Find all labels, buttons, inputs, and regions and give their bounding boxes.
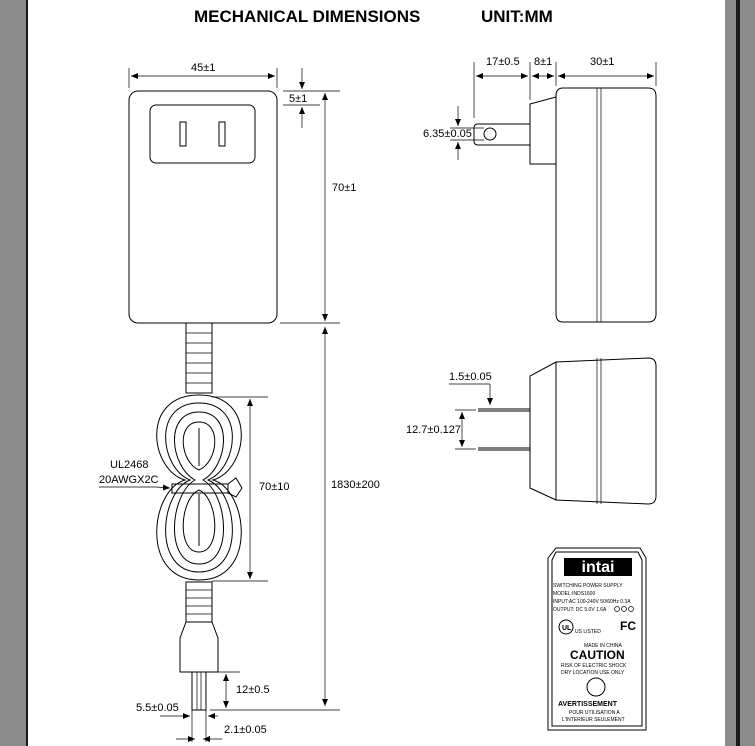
label-product: SWITCHING POWER SUPPLY xyxy=(553,583,623,589)
fcc-logo-icon: FC xyxy=(620,619,636,633)
cable-spec-line2: 20AWGX2C xyxy=(99,474,159,486)
polarity-symbol-3 xyxy=(628,606,634,612)
label-avert-line2: L'INTERIEUR SEULEMENT xyxy=(562,717,625,723)
ul-logo-text: UL xyxy=(562,625,572,632)
dim-tip-length: 12±0.5 xyxy=(218,671,270,708)
dim-prong-spacing-label: 12.7±0.127 xyxy=(406,424,461,436)
dim-prong-thickness: 1.5±0.05 xyxy=(449,371,493,405)
dim-plug-od-label: 5.5±0.05 xyxy=(136,702,179,714)
label-caution-line1: RISK OF ELECTRIC SHOCK xyxy=(561,663,627,669)
dim-prong-offset: 5±1 xyxy=(283,68,340,128)
dim-plug-id-label: 2.1±0.05 xyxy=(224,724,267,736)
strain-relief xyxy=(185,322,213,394)
page-title: MECHANICAL DIMENSIONS xyxy=(194,7,420,26)
polarity-symbol xyxy=(614,606,620,612)
dim-prong-offset-label: 5±1 xyxy=(289,93,307,105)
dim-coil-height: 70±10 xyxy=(212,396,290,582)
ul-logo-icon xyxy=(558,619,574,635)
dim-coil-height-label: 70±10 xyxy=(259,481,290,493)
unit-label: UNIT:MM xyxy=(481,7,553,26)
adapter-front-view xyxy=(128,90,278,324)
dim-cord-length: 1830±200 xyxy=(210,327,380,711)
label-output: OUTPUT: DC 5.0V 1.6A xyxy=(553,607,607,613)
left-frame-edge xyxy=(26,0,28,746)
label-caution: CAUTION xyxy=(570,648,625,662)
dim-hole-diameter: 6.35±0.05 xyxy=(423,106,484,160)
dim-cord-length-label: 1830±200 xyxy=(331,479,380,491)
label-avert-line1: POUR UTILISATION A xyxy=(569,710,620,716)
dim-prong-thickness-label: 1.5±0.05 xyxy=(449,371,492,383)
polarity-symbol-2 xyxy=(621,606,627,612)
right-frame xyxy=(725,0,755,746)
dim-base-thickness-label: 8±1 xyxy=(534,56,552,68)
brand-logo: intai xyxy=(582,559,615,576)
label-ul-mark: US LISTED xyxy=(575,629,601,635)
adapter-bottom-view xyxy=(478,357,657,505)
dim-hole-diameter-label: 6.35±0.05 xyxy=(423,128,472,140)
dim-height: 70±1 xyxy=(280,93,356,324)
label-caution-line2: DRY LOCATION USE ONLY xyxy=(561,670,625,676)
left-frame xyxy=(0,0,28,746)
dim-prong-spacing: 12.7±0.127 xyxy=(406,409,476,450)
coiled-cable xyxy=(156,394,243,581)
product-label: intai SWITCHING POWER SUPPLY MODEL:INDS1… xyxy=(547,547,647,731)
adapter-side-view xyxy=(473,87,657,323)
dim-body-depth-label: 30±1 xyxy=(590,56,614,68)
dim-side-top: 17±0.5 8±1 30±1 xyxy=(473,56,657,118)
right-frame-edge xyxy=(736,0,740,746)
brand-logo-bg xyxy=(564,558,632,576)
label-input: INPUT:AC 100-240V 50/60Hz 0.3A xyxy=(553,599,631,605)
dc-plug xyxy=(179,581,219,711)
cable-spec-line1: UL2468 xyxy=(110,459,149,471)
dim-prong-length-label: 17±0.5 xyxy=(486,56,520,68)
dim-width: 45±1 xyxy=(128,62,278,88)
label-hole xyxy=(586,677,606,697)
label-made-in: MADE IN CHINA xyxy=(584,643,622,649)
dim-height-label: 70±1 xyxy=(332,182,356,194)
dim-width-label: 45±1 xyxy=(191,62,215,74)
cable-spec: UL2468 20AWGX2C xyxy=(99,459,171,491)
dim-tip-length-label: 12±0.5 xyxy=(236,684,270,696)
label-avertissement: AVERTISSEMENT xyxy=(558,701,618,708)
dim-plug-id: 2.1±0.05 xyxy=(176,724,267,742)
label-model: MODEL:INDS1600 xyxy=(553,591,595,597)
